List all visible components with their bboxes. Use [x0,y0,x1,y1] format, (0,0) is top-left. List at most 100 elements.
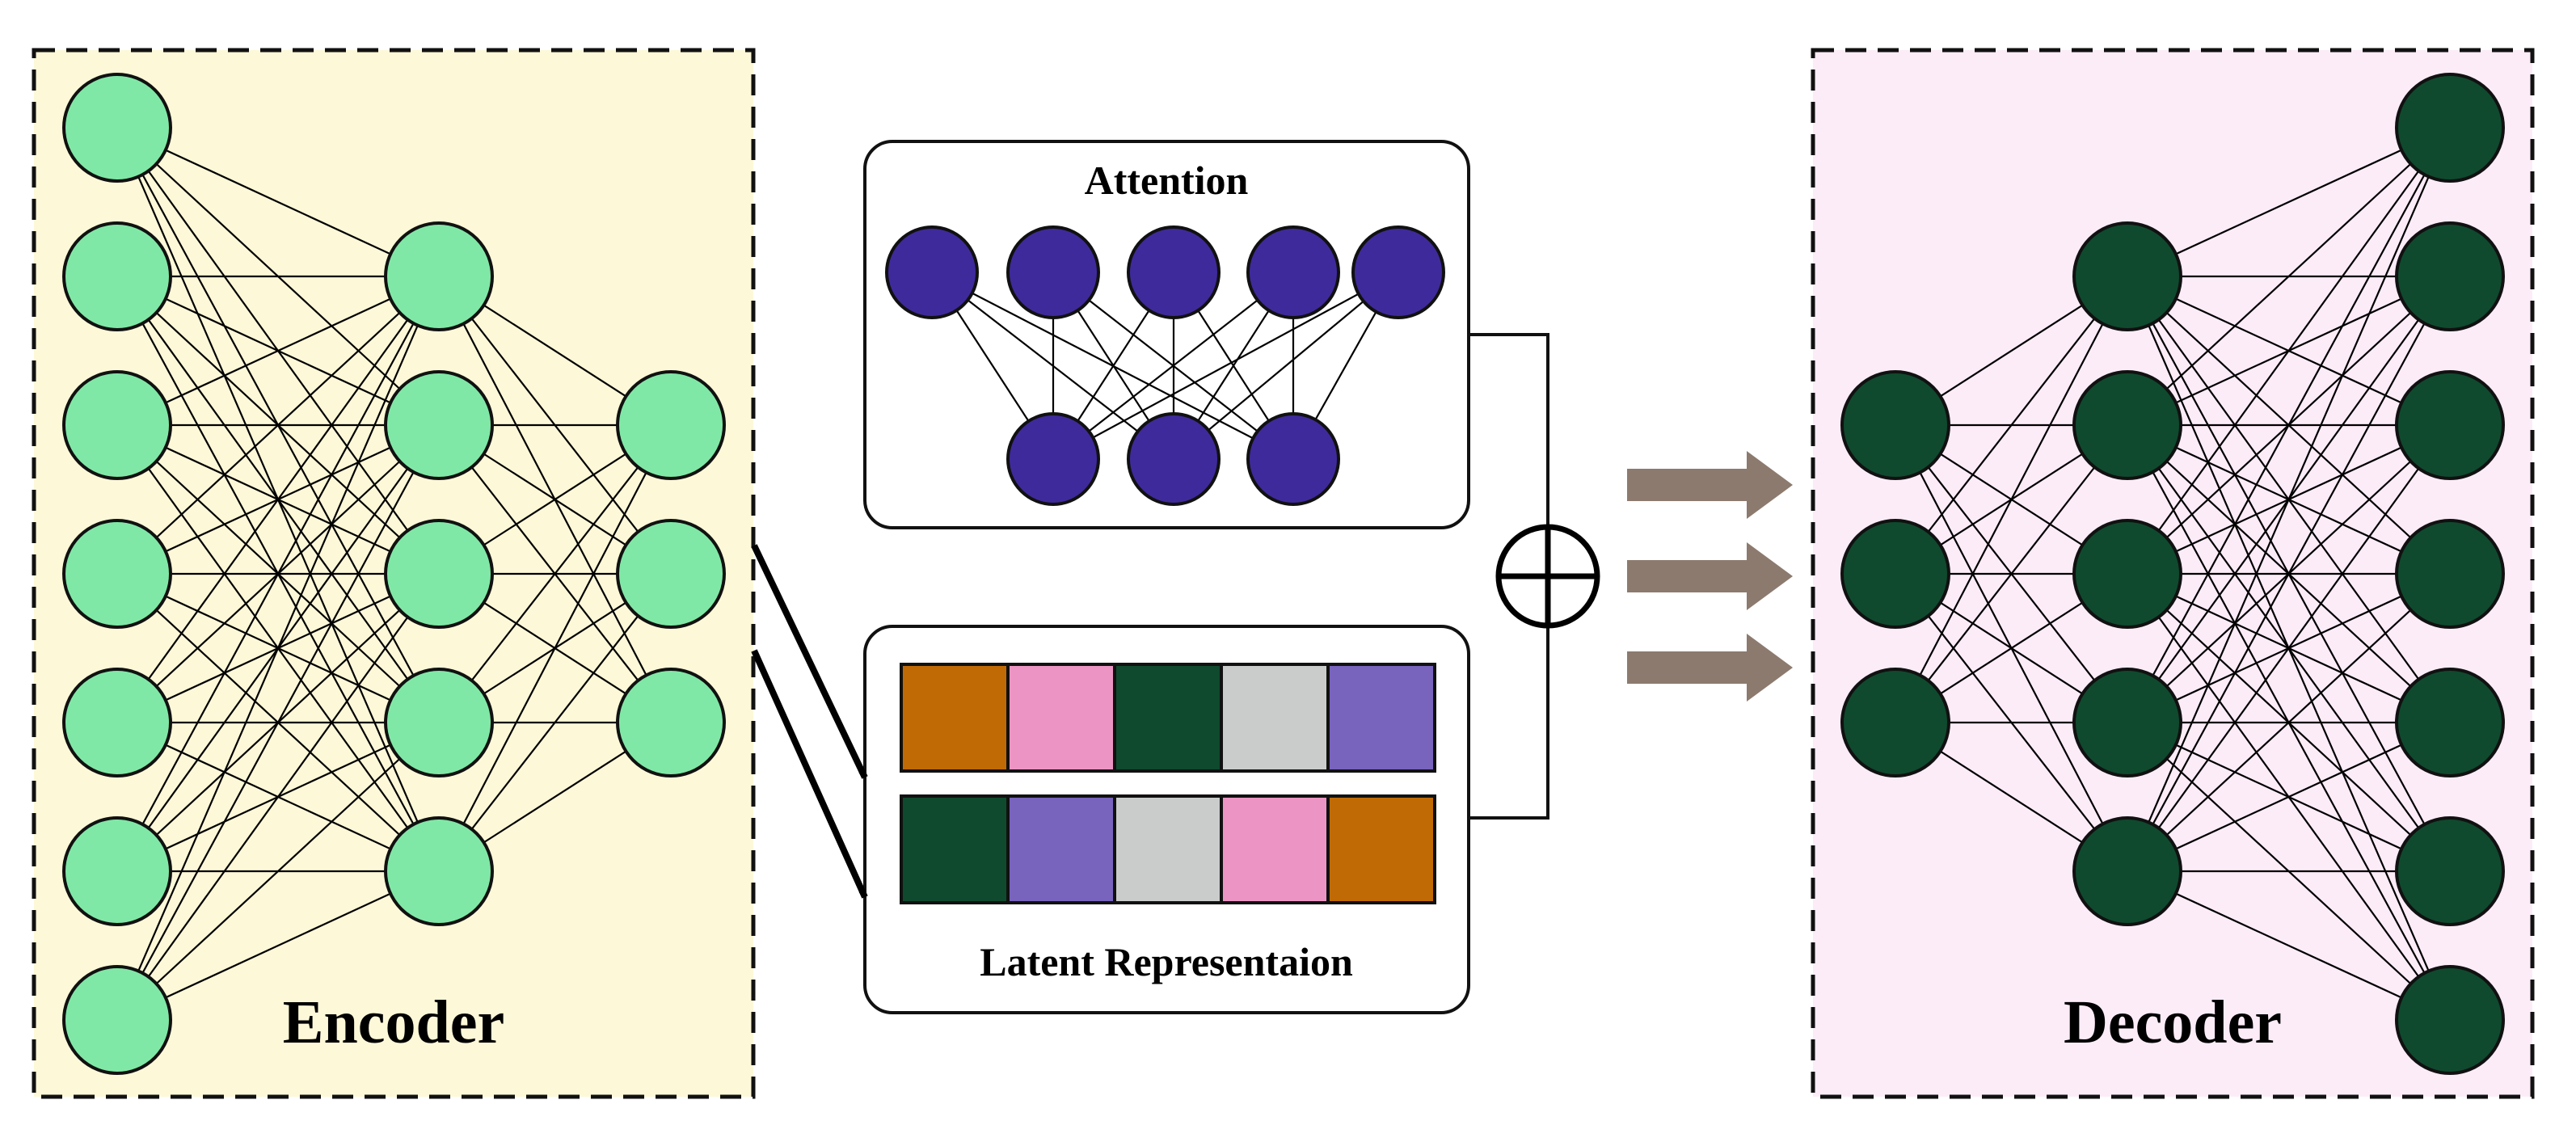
encoder-connection [116,276,440,426]
latent-cell [1113,663,1223,773]
attention-node [1006,412,1100,506]
decoder-connection [1895,276,2128,723]
attention-box: Attention [863,140,1470,529]
latent-cell [1006,663,1116,773]
latent-cell [1006,794,1116,904]
decoder-connection [2127,870,2451,1021]
latent-cell [1113,794,1223,904]
encoder-connection [116,424,440,1021]
encoder-connection [116,276,441,1021]
encoder-node [62,73,172,183]
decoder-connection [2127,424,2451,872]
decoder-connection [2126,127,2452,872]
decoder-node [2072,668,2182,777]
latent-cell [1326,794,1436,904]
decoder-node [1840,668,1950,777]
attention-connection [1052,272,1399,460]
encoder-connection [438,424,672,872]
attention-node [1246,412,1340,506]
decoder-node [2395,668,2505,777]
encoder-node [616,519,726,629]
encoder-connection [438,424,672,723]
latent-vectors [900,663,1436,904]
flow-arrows [1627,451,1793,702]
encoder-label: Encoder [283,988,504,1056]
decoder-label: Decoder [2064,988,2282,1056]
decoder-connection [1895,276,2128,575]
encoder-connection [116,276,440,575]
decoder-nodes [1840,73,2505,1075]
attention-node [1127,412,1221,506]
decoder-node [2072,221,2182,331]
decoder-connection [2127,127,2451,575]
encoder-connection [116,276,440,872]
encoder-node [62,370,172,480]
decoder-node [2395,816,2505,926]
attention-title: Attention [1085,158,1249,203]
encoder-node [384,519,494,629]
decoder-node [2072,370,2182,480]
attention-node [885,225,979,319]
attention-node [1127,225,1221,319]
right-arrow-icon [1627,451,1793,519]
latent-cell [1220,794,1330,904]
decoder-node [2395,221,2505,331]
attention-nodes [885,225,1445,506]
latent-cell [1326,663,1436,773]
latent-representation-box: Latent Representaion [863,625,1470,1014]
encoder-to-latent-arrow [751,544,868,779]
decoder-node [2072,519,2182,629]
decoder-node [2395,73,2505,183]
decoder-node [1840,370,1950,480]
decoder-node [2395,965,2505,1075]
decoder-connection [2127,573,2451,872]
encoder-connection [116,722,440,1021]
decoder-connection [2127,127,2451,426]
decoder-node [1840,519,1950,629]
latent-cell [1220,663,1330,773]
encoder-node [62,519,172,629]
attention-node [1246,225,1340,319]
encoder-node [616,668,726,777]
encoder-node [62,965,172,1075]
attention-node [1006,225,1100,319]
encoder-node [384,221,494,331]
encoder-connection [116,276,440,723]
right-arrow-icon [1627,542,1793,610]
decoder-connection [1895,424,2128,723]
encoder-node [384,370,494,480]
decoder-node [2072,816,2182,926]
encoder-node [62,816,172,926]
decoder-connection [2127,127,2451,723]
circle-plus-icon [1495,524,1600,629]
decoder-node [2395,370,2505,480]
encoder-connection [116,573,440,1021]
latent-to-combiner-line [1469,626,1549,820]
encoder-node [616,370,726,480]
encoder-connections [116,127,672,1021]
encoder-connection [438,573,672,872]
latent-title: Latent Representaion [980,939,1353,984]
decoder-node [2395,519,2505,629]
attention-node [1351,225,1445,319]
decoder-connection [2127,276,2451,872]
decoder-connection [2127,722,2451,872]
decoder-panel: Decoder [1811,48,2535,1099]
encoder-nodes [62,73,726,1075]
encoder-to-latent-arrows [751,544,868,899]
latent-cell [900,794,1010,904]
attention-connection [1052,272,1294,460]
encoder-to-latent-arrow [751,649,868,899]
encoder-node [62,668,172,777]
combiner-connectors [1469,333,1549,820]
right-arrow-icon [1627,634,1793,702]
encoder-node [62,221,172,331]
decoder-connection [2127,127,2451,277]
encoder-node [384,668,494,777]
attention-connection [1173,272,1399,460]
encoder-node [384,816,494,926]
latent-cell [900,663,1010,773]
encoder-connection [116,127,440,277]
attention-to-combiner-line [1469,333,1549,527]
